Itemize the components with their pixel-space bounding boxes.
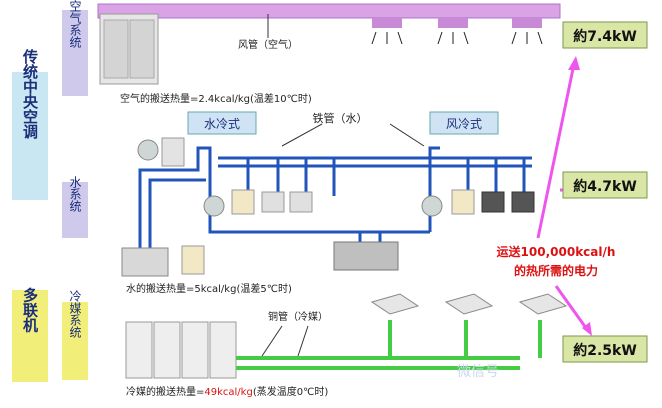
power-box-refrigerant — [562, 335, 648, 363]
power-refrigerant: 約2.5kW — [573, 342, 637, 359]
vrf-indoor-units — [370, 293, 568, 315]
central-ac-label-box — [12, 72, 48, 200]
power-box-air — [562, 21, 648, 49]
water-equipment — [121, 137, 535, 277]
iron-pipe-pointers — [281, 123, 425, 147]
transport-note-line1: 运送100,000kcal/h — [497, 244, 616, 259]
watermark: 微信号 — [457, 364, 499, 380]
water-system-label: 水系统 — [68, 176, 82, 212]
transport-note-line2: 的热所需的电力 — [514, 263, 598, 278]
air-cooled-label: 风冷式 — [446, 117, 482, 131]
air-duct — [97, 3, 561, 19]
iron-pipe-label: 铁管（水） — [313, 111, 368, 125]
air-system-label: 空气系统 — [68, 0, 82, 48]
air-heat-text: 空气的搬送热量=2.4kcal/kg(温差10℃时) — [120, 92, 312, 105]
duct-label: 风管（空气） — [238, 38, 298, 51]
air-cooled-box — [429, 111, 499, 135]
refrigerant-pipes — [236, 320, 542, 370]
power-air: 約7.4kW — [573, 28, 637, 45]
air-handling-unit — [99, 13, 159, 85]
water-pipes-right — [358, 146, 532, 244]
diffuser-units — [372, 18, 542, 28]
water-cooled-box — [187, 111, 257, 135]
central-ac-label: 传统中央空调 — [21, 48, 39, 140]
vrf-label-box — [12, 290, 48, 382]
refrigerant-system-label-box — [62, 302, 88, 380]
power-box-water — [562, 171, 648, 199]
refrigerant-system-label: 冷媒系统 — [68, 290, 82, 338]
water-pipes-left — [138, 146, 448, 256]
power-water: 約4.7kW — [573, 178, 637, 195]
water-cooled-label: 水冷式 — [204, 117, 240, 131]
refrigerant-heat-text: 冷媒的搬送热量=49kcal/kg(蒸发温度0℃时) — [126, 385, 328, 398]
diffuser-airflow-arrows — [371, 31, 543, 45]
vrf-outdoor-units — [125, 321, 237, 379]
transport-note-box — [476, 240, 636, 282]
copper-pipe-label: 铜管（冷媒） — [268, 310, 328, 323]
water-system-label-box — [62, 182, 88, 238]
vrf-label: 多联机 — [21, 287, 39, 334]
copper-pipe-pointers — [261, 325, 309, 357]
water-heat-text: 水的搬送热量=5kcal/kg(温差5℃时) — [126, 282, 292, 295]
air-system-label-box — [62, 10, 88, 96]
